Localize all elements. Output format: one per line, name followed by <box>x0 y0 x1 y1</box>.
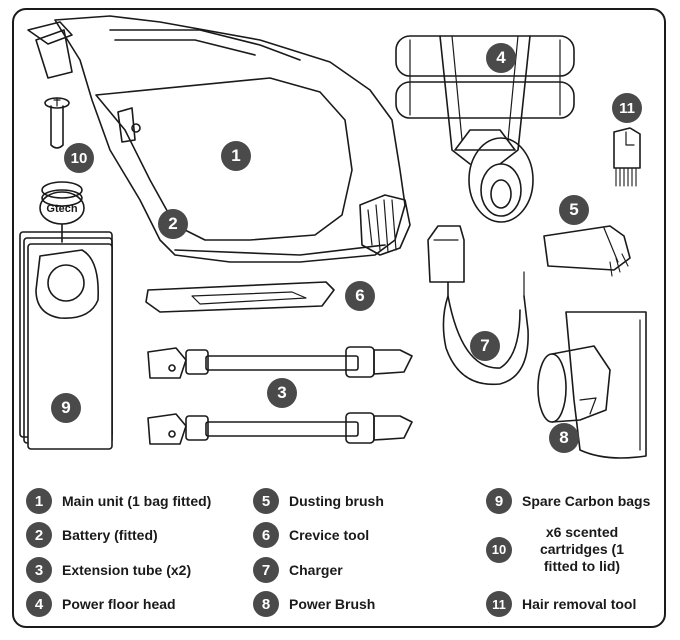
dusting-brush-illustration <box>543 225 631 277</box>
legend-label: Spare Carbon bags <box>522 493 651 509</box>
legend-item-dusting-brush: 5 Dusting brush <box>253 488 384 514</box>
callout-charger: 7 <box>470 331 500 361</box>
legend-item-main-unit: 1 Main unit (1 bag fitted) <box>26 488 211 514</box>
legend-number: 11 <box>486 591 512 617</box>
legend-label: Dusting brush <box>289 493 384 509</box>
callout-crevice-tool: 6 <box>345 281 375 311</box>
main-unit-illustration <box>27 15 411 263</box>
legend-number: 1 <box>26 488 52 514</box>
legend-label: Extension tube (x2) <box>62 562 192 578</box>
callout-battery: 2 <box>158 209 188 239</box>
legend-number: 4 <box>26 591 52 617</box>
callout-dusting-brush: 5 <box>559 195 589 225</box>
power-brush-illustration <box>537 311 647 459</box>
hair-removal-tool-illustration <box>613 127 641 187</box>
legend-item-hair-removal-tool: 11 Hair removal tool <box>486 591 636 617</box>
extension-tube-illustration <box>147 346 413 445</box>
diagram-border <box>12 8 666 628</box>
legend-label: Power floor head <box>62 596 176 612</box>
legend-item-power-floor-head: 4 Power floor head <box>26 591 176 617</box>
legend-number: 10 <box>486 536 512 563</box>
legend-item-spare-carbon-bags: 9 Spare Carbon bags <box>486 488 650 514</box>
legend-label: Hair removal tool <box>522 596 637 612</box>
legend-number: 2 <box>26 522 52 548</box>
callout-hair-removal-tool: 11 <box>612 93 642 123</box>
legend-item-charger: 7 Charger <box>253 557 343 583</box>
charger-illustration <box>427 225 529 386</box>
legend-item-scented-cartridges: 10 x6 scented cartridges (1 fitted to li… <box>486 524 642 575</box>
legend-number: 7 <box>253 557 279 583</box>
spare-carbon-bags-illustration: Gtech <box>19 181 113 450</box>
bag-logo: Gtech <box>46 203 77 215</box>
crevice-tool-illustration <box>145 281 335 313</box>
legend-number: 8 <box>253 591 279 617</box>
callout-spare-carbon-bags: 9 <box>51 393 81 423</box>
legend-number: 5 <box>253 488 279 514</box>
callout-extension-tube: 3 <box>267 378 297 408</box>
legend-label: Power Brush <box>289 596 376 612</box>
callout-scented-cartridges: 10 <box>64 143 94 173</box>
legend-number: 9 <box>486 488 512 514</box>
legend-label: Battery (fitted) <box>62 527 158 543</box>
legend-item-extension-tube: 3 Extension tube (x2) <box>26 557 191 583</box>
legend-item-battery: 2 Battery (fitted) <box>26 522 158 548</box>
scented-cartridge-illustration <box>44 97 70 149</box>
callout-power-brush: 8 <box>549 423 579 453</box>
legend-label: x6 scented cartridges (1 fitted to lid) <box>539 524 625 574</box>
legend-label: Charger <box>289 562 343 578</box>
legend-number: 6 <box>253 522 279 548</box>
legend-item-power-brush: 8 Power Brush <box>253 591 375 617</box>
callout-main-unit: 1 <box>221 141 251 171</box>
legend-label: Crevice tool <box>289 527 370 543</box>
legend-number: 3 <box>26 557 52 583</box>
power-floor-head-illustration <box>395 35 575 223</box>
legend-item-crevice-tool: 6 Crevice tool <box>253 522 369 548</box>
callout-power-floor-head: 4 <box>486 43 516 73</box>
legend-label: Main unit (1 bag fitted) <box>62 493 212 509</box>
